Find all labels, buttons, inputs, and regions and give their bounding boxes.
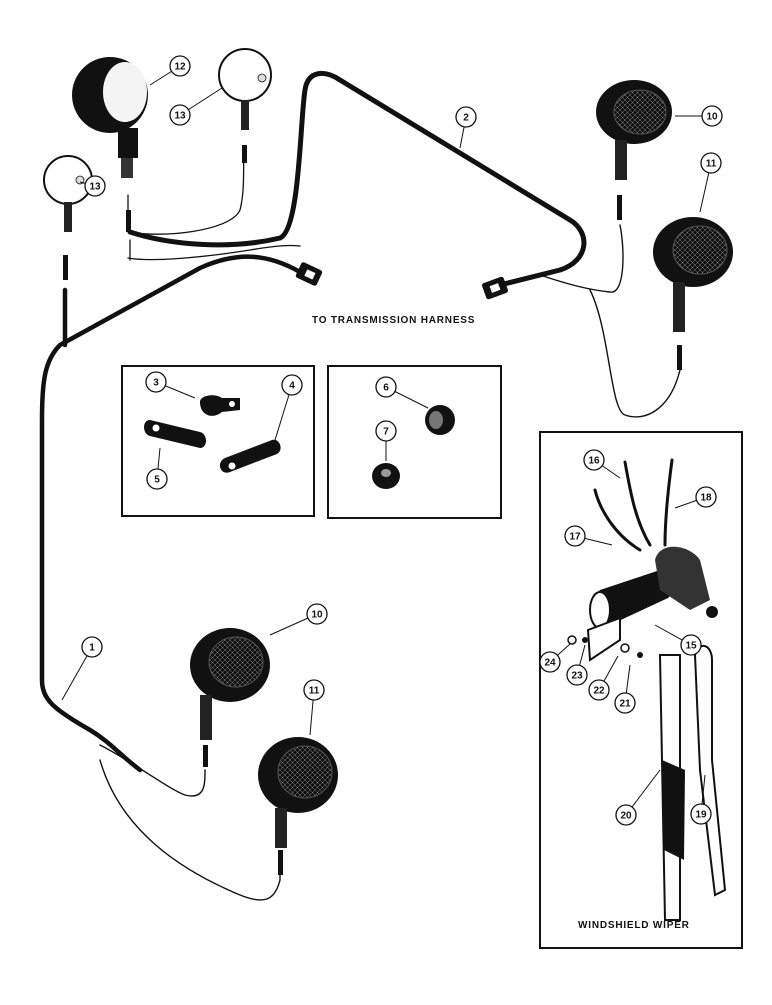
lamp-11-top xyxy=(653,217,733,332)
lamp-13-left xyxy=(43,155,93,232)
callout-number: 7 xyxy=(383,427,389,438)
callout-22: 22 xyxy=(588,655,619,701)
callout-number: 15 xyxy=(685,641,697,652)
callout-23: 23 xyxy=(566,644,588,686)
callout-circle xyxy=(303,679,325,701)
callout-11: 11 xyxy=(303,679,325,736)
callout-circle xyxy=(690,803,712,825)
callout-circle xyxy=(700,152,722,174)
callout-circle xyxy=(375,420,397,442)
callout-15: 15 xyxy=(654,624,702,656)
callout-circle xyxy=(146,468,168,490)
callout-circle xyxy=(81,636,103,658)
callout-circle xyxy=(695,486,717,508)
lamp-10-top xyxy=(596,80,672,180)
callout-number: 18 xyxy=(700,493,712,504)
callout-circle xyxy=(564,525,586,547)
callout-circle xyxy=(701,105,723,127)
callout-number: 5 xyxy=(154,475,160,486)
callout-7: 7 xyxy=(375,420,397,461)
callout-number: 21 xyxy=(619,699,631,710)
callout-number: 17 xyxy=(569,532,581,543)
callout-circle xyxy=(583,449,605,471)
callout-circle xyxy=(84,175,106,197)
callout-circle xyxy=(169,55,191,77)
main-harness xyxy=(39,70,681,901)
callout-18: 18 xyxy=(674,486,717,509)
callout-circle xyxy=(539,651,561,673)
callout-number: 11 xyxy=(706,159,717,170)
callout-circle xyxy=(375,376,397,398)
callout-number: 19 xyxy=(695,810,707,821)
callout-number: 22 xyxy=(593,686,605,697)
callout-10: 10 xyxy=(269,603,328,636)
callout-circle xyxy=(145,371,167,393)
lamp-10-bottom xyxy=(190,628,270,740)
callout-circle xyxy=(614,692,636,714)
callout-number: 13 xyxy=(174,111,186,122)
callout-21: 21 xyxy=(614,664,636,714)
lamp-11-bottom xyxy=(258,737,338,848)
callout-13: 13 xyxy=(169,87,223,126)
windshield-wiper-panel xyxy=(539,431,743,949)
grommet-inset-box xyxy=(327,365,502,519)
callout-2: 2 xyxy=(455,106,477,149)
transmission-connectors xyxy=(295,262,509,300)
lamp-13-top xyxy=(218,48,272,130)
callout-number: 24 xyxy=(544,658,556,669)
callout-12: 12 xyxy=(149,55,191,86)
callout-19: 19 xyxy=(690,774,712,825)
callout-17: 17 xyxy=(564,525,613,547)
callout-24: 24 xyxy=(539,643,571,673)
callout-1: 1 xyxy=(61,636,103,701)
wire-terminals xyxy=(63,145,682,875)
callout-number: 4 xyxy=(289,381,295,392)
callout-circle xyxy=(566,664,588,686)
callout-circle xyxy=(455,106,477,128)
callout-number: 10 xyxy=(706,112,718,123)
harness-1 xyxy=(39,254,303,773)
callout-4: 4 xyxy=(274,374,303,441)
callout-number: 11 xyxy=(309,686,320,697)
callout-number: 1 xyxy=(89,643,95,654)
callout-3: 3 xyxy=(145,371,196,399)
callout-circle xyxy=(281,374,303,396)
callout-number: 12 xyxy=(174,62,186,73)
callout-number: 3 xyxy=(153,378,159,389)
callout-circle xyxy=(169,104,191,126)
callout-number: 10 xyxy=(311,610,323,621)
callout-circle xyxy=(615,804,637,826)
callout-number: 6 xyxy=(383,383,389,394)
lamp-12 xyxy=(72,57,148,178)
callout-circle xyxy=(588,679,610,701)
wiper-motor xyxy=(586,546,718,662)
caption-transmission-harness: TO TRANSMISSION HARNESS xyxy=(312,315,476,326)
callout-6: 6 xyxy=(375,376,429,409)
callout-16: 16 xyxy=(583,449,621,479)
callout-13: 13 xyxy=(79,175,106,197)
callout-20: 20 xyxy=(615,769,661,826)
callout-5: 5 xyxy=(146,447,168,490)
callout-number: 2 xyxy=(463,113,469,124)
callout-number: 16 xyxy=(588,456,600,467)
callout-11: 11 xyxy=(699,152,722,213)
callout-number: 13 xyxy=(89,182,101,193)
callout-number: 23 xyxy=(571,671,583,682)
harness-2 xyxy=(127,70,587,288)
callout-circle xyxy=(306,603,328,625)
caption-windshield-wiper: WINDSHIELD WIPER xyxy=(578,920,690,931)
callout-10: 10 xyxy=(675,105,723,127)
callout-number: 20 xyxy=(620,811,632,822)
callout-circle xyxy=(680,634,702,656)
